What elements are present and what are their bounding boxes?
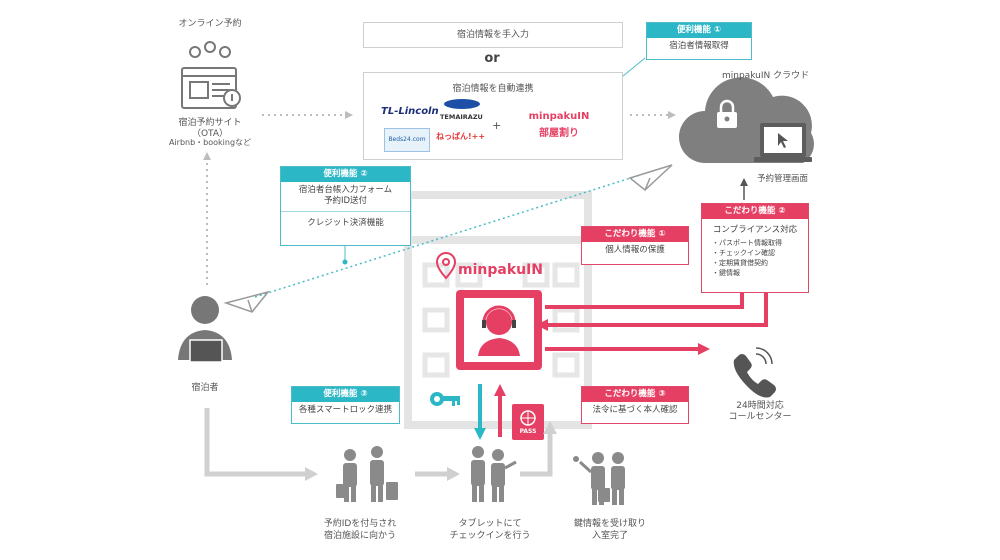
callcenter-line2: コールセンター [728, 412, 792, 422]
auto-sync-label: 宿泊情報を自動連携 [452, 84, 534, 94]
cloud-label: minpakuIN クラウド [722, 71, 810, 81]
guest-laptop-icon [189, 339, 223, 363]
travelers-icon [336, 446, 398, 502]
step3-line2: 入室完了 [591, 531, 628, 541]
teal-dotted-connector [254, 174, 641, 298]
kodawari2-item: ・パスポート情報取得 [712, 239, 782, 247]
laptop-icon [754, 123, 812, 162]
kodawari2-title: コンプライアンス対応 [712, 225, 798, 235]
benefit1-header: 便利機能 ① [647, 23, 751, 38]
beds24-logo: Beds24.com [384, 128, 430, 152]
ota-examples: Airbnb・bookingなど [168, 138, 252, 147]
kodawari2-item: ・チェックイン確認 [712, 249, 775, 257]
tl-lincoln-logo: TL-Lincoln [381, 106, 439, 117]
benefit3-header: 便利機能 ③ [292, 387, 399, 402]
checkin-people-icon [471, 446, 517, 502]
paper-plane-icon [223, 164, 673, 313]
dotted-arrowheads [203, 111, 676, 160]
ota-title-line2: （OTA） [191, 129, 229, 139]
phone-icon [733, 347, 776, 398]
step1-line2: 宿泊施設に向かう [323, 531, 396, 541]
kodawari1-header: こだわり機能 ① [582, 227, 688, 242]
auto-sync-box: 宿泊情報を自動連携 TL-Lincoln TEMAIRAZU Beds24.co… [363, 72, 623, 160]
step2-line1: タブレットにて [458, 519, 522, 529]
room-entry-people-icon [573, 452, 625, 505]
kodawari3-body: 法令に基づく本人確認 [592, 405, 678, 415]
kodawari2-item: ・鍵情報 [712, 269, 740, 277]
plus-sign: + [492, 119, 502, 132]
benefit2-line2: 予約ID送付 [323, 196, 368, 206]
kodawari1-box: こだわり機能 ① 個人情報の保護 [581, 226, 689, 265]
benefit2-line3: クレジット決済機能 [281, 211, 410, 232]
heyawari-logo: 部屋割り [539, 128, 579, 139]
ota-title-line1: 宿泊予約サイト [178, 118, 242, 128]
key-icon [430, 392, 460, 406]
benefit1-box: 便利機能 ① 宿泊者情報取得 [646, 22, 752, 60]
minpakuin-pin-icon [435, 252, 457, 280]
benefit2-box: 便利機能 ② 宿泊者台帳入力フォーム 予約ID送付 クレジット決済機能 [280, 166, 411, 246]
temairazu-logo: TEMAIRAZU [440, 113, 483, 121]
building-windows-icon [422, 262, 580, 378]
benefit3-box: 便利機能 ③ 各種スマートロック連携 [291, 386, 400, 424]
temairazu-logo-mark [444, 99, 480, 109]
kodawari3-header: こだわり機能 ③ [582, 387, 688, 402]
dotted-connectors [206, 114, 668, 285]
step1-line1: 予約IDを付与され [323, 519, 397, 529]
benefit1-body: 宿泊者情報取得 [669, 41, 729, 51]
or-label: or [484, 51, 500, 66]
kodawari1-body: 個人情報の保護 [605, 245, 665, 255]
passport-label: PASS [519, 428, 537, 435]
neppan-logo: ねっぱん!++ [436, 132, 486, 141]
benefit2-line1: 宿泊者台帳入力フォーム [298, 185, 393, 195]
passport-icon [512, 404, 544, 440]
minpakuin-brand: minpakuIN [458, 262, 544, 278]
tablet-icon [456, 290, 542, 370]
step3-line1: 鍵情報を受け取り [573, 519, 646, 529]
cloud-screen-label: 予約管理画面 [757, 174, 809, 184]
minpakuin-logo: minpakuIN [528, 111, 590, 122]
benefit3-body: 各種スマートロック連携 [298, 405, 393, 415]
ota-label: オンライン予約 [178, 19, 242, 29]
kodawari2-box: こだわり機能 ② コンプライアンス対応 ・パスポート情報取得 ・チェックイン確認… [701, 203, 809, 293]
step2-line2: チェックインを行う [449, 531, 531, 541]
bottom-flow-lines [204, 408, 553, 477]
benefit2-header: 便利機能 ② [281, 167, 410, 182]
callcenter-line1: 24時間対応 [736, 401, 784, 411]
manual-input-box: 宿泊情報を手入力 [363, 22, 623, 48]
kodawari3-box: こだわり機能 ③ 法令に基づく本人確認 [581, 386, 689, 424]
guest-label: 宿泊者 [191, 383, 219, 393]
kodawari2-header: こだわり機能 ② [702, 204, 808, 219]
kodawari2-item: ・定期賃貸借契約 [712, 259, 768, 267]
manual-input-label: 宿泊情報を手入力 [456, 30, 529, 40]
ota-browser-icon [181, 41, 241, 109]
